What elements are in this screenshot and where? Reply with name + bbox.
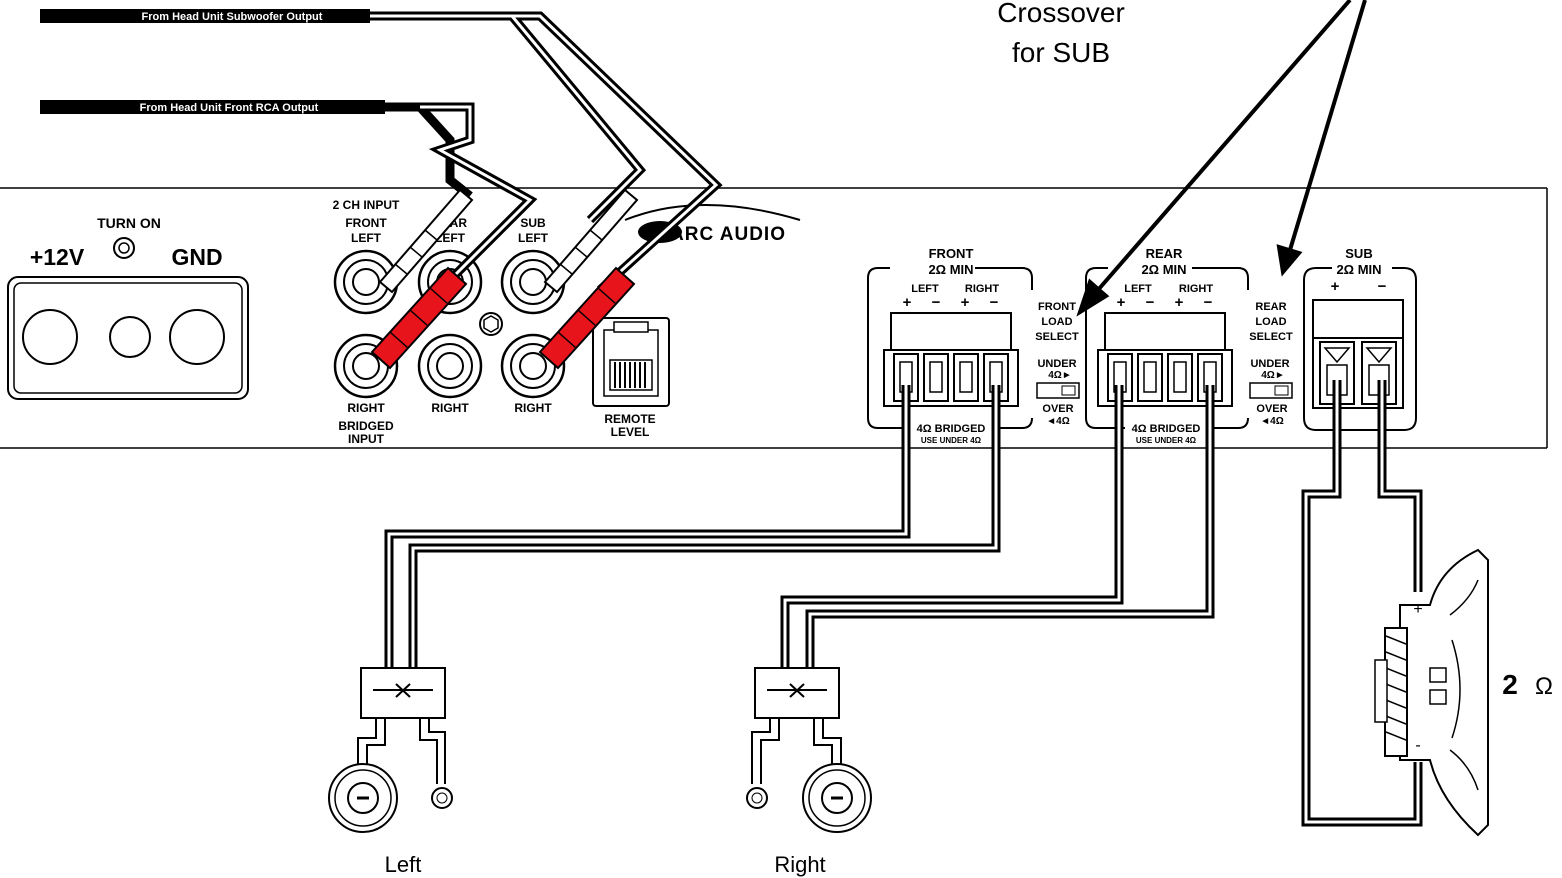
front-l-minus: − (932, 294, 941, 311)
front-under: UNDER (1037, 358, 1076, 370)
front-bracket (867, 267, 1033, 429)
sub-ohm-number: 2 (1502, 669, 1518, 700)
sub-input-label: SUB (520, 216, 546, 230)
front-speaker-wires-core (387, 385, 998, 668)
rear-title: REAR (1146, 246, 1183, 261)
sub-speaker-plus: + (1413, 601, 1422, 618)
front-left-label: LEFT (911, 283, 939, 295)
rear-load-3: SELECT (1249, 331, 1293, 343)
sub-left-input-label: LEFT (518, 231, 549, 245)
gnd-terminal (169, 309, 225, 365)
right-crossover (754, 667, 840, 719)
left-tweeter-icon (431, 787, 453, 809)
front-dip-switch (1036, 382, 1080, 399)
rear-under-val: 4Ω► (1261, 370, 1284, 381)
front-load-3: SELECT (1035, 331, 1079, 343)
left-woofer-icon (328, 763, 398, 833)
front-use-under: USE UNDER 4Ω (921, 436, 982, 445)
brand-label: ARC AUDIO (670, 224, 786, 245)
ch2-input-label: 2 CH INPUT (333, 198, 400, 212)
remote-label: REMOTE (604, 412, 655, 426)
rear-l-minus: − (1146, 294, 1155, 311)
left-crossover (360, 667, 446, 719)
rca-plug-front-right (370, 266, 468, 370)
turn-on-screw-icon (113, 237, 135, 259)
sub-min: 2Ω MIN (1336, 262, 1381, 277)
rear-use-under: USE UNDER 4Ω (1136, 436, 1197, 445)
sub-title: SUB (1345, 246, 1372, 261)
front-r-minus: − (990, 294, 999, 311)
rear-left-label: LEFT (1124, 283, 1152, 295)
plus12v-label: +12V (30, 244, 85, 270)
turn-on-label: TURN ON (97, 215, 161, 231)
rear-l-plus: + (1117, 294, 1126, 311)
sub-cable-label: From Head Unit Subwoofer Output (142, 11, 323, 23)
rear-speaker-wires-core (783, 385, 1212, 668)
front-load-2: LOAD (1041, 316, 1072, 328)
subwoofer-icon (1374, 548, 1489, 837)
bridged-input-label-2: INPUT (348, 432, 385, 446)
sub-plus: + (1331, 278, 1340, 295)
front-min: 2Ω MIN (928, 262, 973, 277)
callout-line-1: Crossover (997, 0, 1125, 28)
front-over-val: ◄4Ω (1046, 416, 1069, 427)
left-crossover-outputs (357, 718, 446, 784)
front-over: OVER (1042, 403, 1073, 415)
rca-plug-sub-right (538, 266, 636, 370)
turn-on-terminal (109, 316, 151, 358)
rear-right-label: RIGHT (1179, 283, 1214, 295)
front-r-plus: + (961, 294, 970, 311)
callout-line-2: for SUB (1012, 37, 1110, 68)
rear-load-1: REAR (1255, 301, 1286, 313)
sub-speaker-minus: - (1415, 737, 1420, 754)
front-input-label: FRONT (345, 216, 387, 230)
rca-plug-front-left (378, 188, 474, 294)
rca-plug-sub-left (543, 188, 639, 294)
plus12v-terminal (22, 309, 78, 365)
front-under-val: 4Ω► (1048, 370, 1071, 381)
right-crossover-outputs (751, 718, 842, 784)
rear-r-minus: − (1204, 294, 1213, 311)
rear-under: UNDER (1250, 358, 1289, 370)
remote-level-port (592, 317, 670, 407)
rca-jack-rear-right (417, 333, 483, 399)
rear-right-input-label: RIGHT (431, 401, 469, 415)
rear-load-2: LOAD (1255, 316, 1286, 328)
sub-right-input-label: RIGHT (514, 401, 552, 415)
right-tweeter-icon (746, 787, 768, 809)
rear-bridged: 4Ω BRIDGED (1132, 423, 1201, 435)
front-cable-label: From Head Unit Front RCA Output (140, 102, 319, 114)
rear-min: 2Ω MIN (1141, 262, 1186, 277)
front-l-plus: + (903, 294, 912, 311)
rear-r-plus: + (1175, 294, 1184, 311)
front-bridged: 4Ω BRIDGED (917, 423, 986, 435)
right-speaker-label: Right (774, 852, 825, 877)
callout-arrows (1076, 0, 1367, 317)
front-title: FRONT (929, 246, 974, 261)
right-woofer-icon (802, 763, 872, 833)
sub-speaker-wires-core (1304, 380, 1420, 824)
sub-ohm-symbol: Ω (1535, 673, 1553, 700)
left-speaker-label: Left (385, 852, 422, 877)
gnd-label: GND (171, 244, 222, 270)
sub-minus: − (1378, 278, 1387, 295)
front-left-input-label: LEFT (351, 231, 382, 245)
level-label: LEVEL (611, 425, 650, 439)
rear-dip-switch (1249, 382, 1293, 399)
sub-terminal-block (1312, 299, 1404, 409)
front-right-label: RIGHT (965, 283, 1000, 295)
sub-bracket (1303, 267, 1417, 431)
front-load-1: FRONT (1038, 301, 1076, 313)
sub-output-cable (40, 11, 723, 294)
rear-bracket (1085, 267, 1249, 429)
sub-cable-label-bar (40, 9, 370, 23)
bridged-input-label: BRIDGED (338, 419, 394, 433)
mount-screw-icon (479, 312, 503, 336)
power-terminal (7, 276, 249, 400)
rear-over: OVER (1256, 403, 1287, 415)
rear-over-val: ◄4Ω (1260, 416, 1283, 427)
front-right-input-label: RIGHT (347, 401, 385, 415)
front-cable-label-bar (40, 100, 385, 114)
